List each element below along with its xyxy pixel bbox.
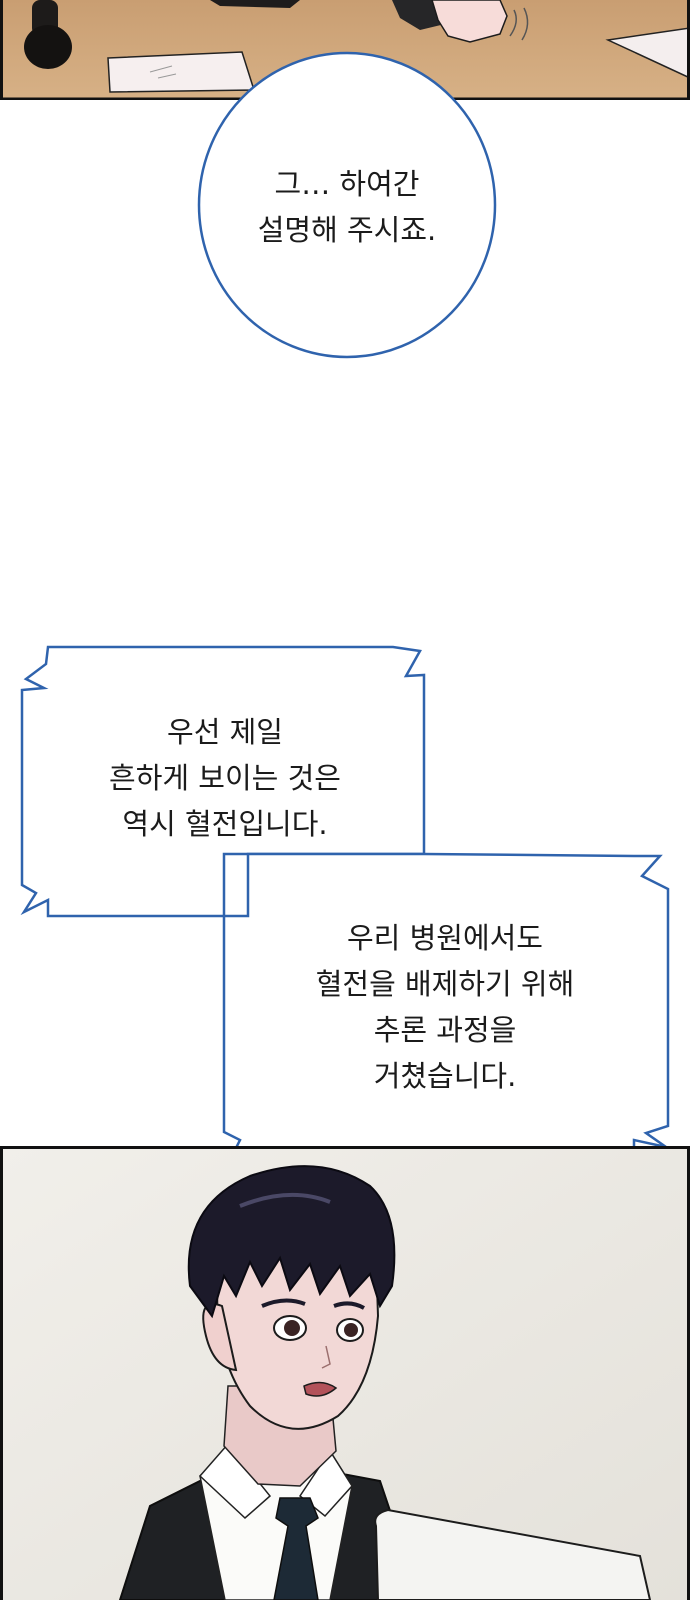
hair: [187, 1165, 396, 1319]
bubble-1-line: 설명해 주시죠.: [257, 213, 437, 247]
tie: [273, 1497, 319, 1600]
folder: [374, 1508, 652, 1600]
suit-sleeve: [392, 0, 445, 30]
pupil-right: [344, 1323, 358, 1337]
dark-object: [210, 0, 300, 8]
nose: [321, 1345, 331, 1369]
bubble-2-shape: [20, 645, 426, 918]
bubble-3-line: 혈전을 배제하기 위해: [315, 967, 575, 1001]
bubble-3-line: 추론 과정을: [373, 1013, 517, 1047]
bubble-1-shape: [197, 51, 497, 359]
hair-highlight: [239, 1192, 331, 1208]
bottom-panel-border: [0, 1146, 690, 1600]
collar-right: [298, 1449, 353, 1518]
microphone-base: [24, 25, 72, 69]
bubble-2-line: 흔하게 보이는 것은: [109, 761, 341, 795]
bubble-2-line: 우선 제일: [167, 715, 283, 749]
eyebrow-right: [333, 1301, 365, 1310]
collar-left: [198, 1442, 272, 1520]
bubble-1-text: 그… 하여간 설명해 주시죠.: [247, 161, 447, 253]
bubble-3-line: 우리 병원에서도: [347, 921, 543, 955]
pupil-left: [284, 1320, 300, 1336]
paper-scribble: [149, 65, 177, 79]
paper-right: [605, 27, 690, 79]
bubble-2-text: 우선 제일 흔하게 보이는 것은 역시 혈전입니다.: [80, 709, 370, 847]
eyebrow-left: [261, 1298, 306, 1308]
hand: [431, 0, 508, 43]
bubble-2-line: 역시 혈전입니다.: [122, 807, 328, 841]
bottom-panel-character: [0, 1146, 690, 1600]
character-art: [0, 1146, 690, 1600]
motion-lines: [509, 7, 529, 41]
mouth: [303, 1381, 338, 1397]
bubble-3-line: 거쳤습니다.: [373, 1059, 517, 1093]
bubble-1-line: 그… 하여간: [274, 167, 420, 201]
bubble-3-text: 우리 병원에서도 혈전을 배제하기 위해 추론 과정을 거쳤습니다.: [290, 915, 600, 1099]
